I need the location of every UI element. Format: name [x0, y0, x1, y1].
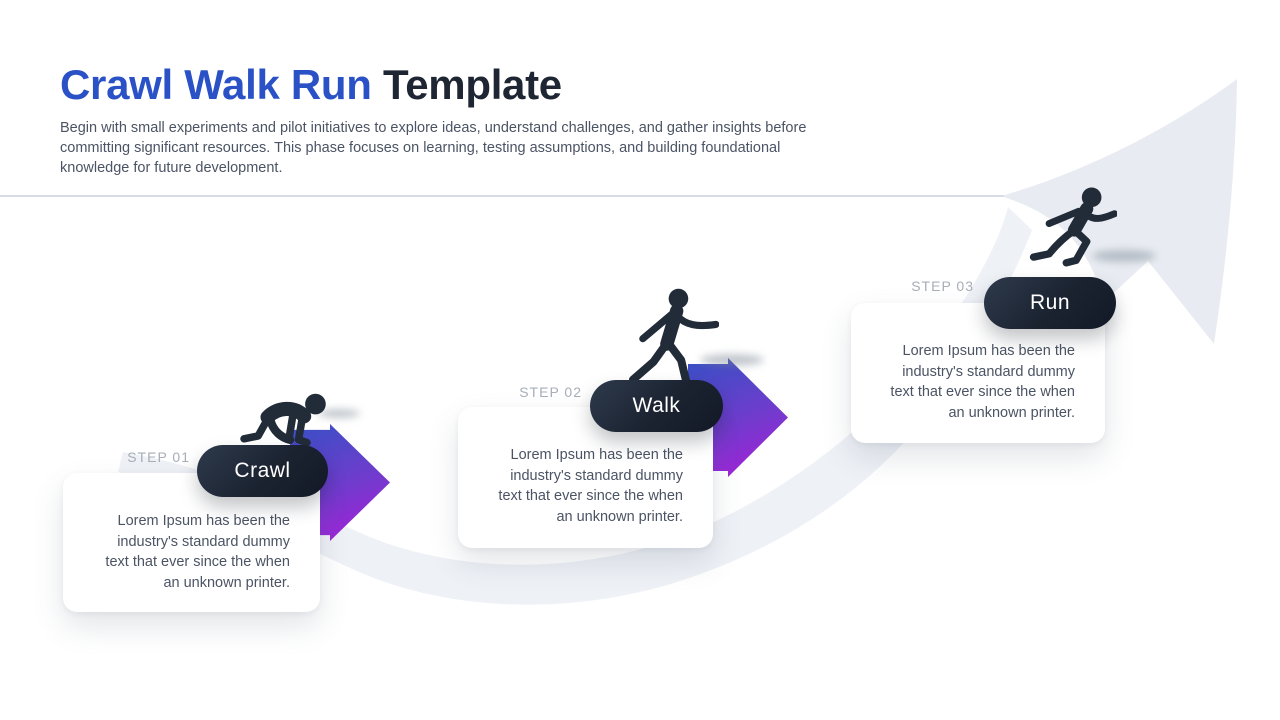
- page-description: Begin with small experiments and pilot i…: [60, 120, 807, 176]
- header-divider: [0, 195, 1004, 197]
- crawling-person-icon: [236, 389, 331, 451]
- step-name: Run: [1029, 291, 1071, 314]
- background-arrow-shape: [1001, 79, 1237, 344]
- step-number-label: STEP 01: [127, 449, 190, 465]
- step-name-pill: Crawl: [197, 445, 328, 497]
- step-number-label: STEP 02: [519, 384, 582, 400]
- step-name: Crawl: [234, 459, 291, 482]
- step-name-pill: Walk: [590, 380, 723, 432]
- figure-shadow: [700, 354, 764, 366]
- walking-person-icon: [629, 287, 719, 385]
- step-number-label: STEP 03: [911, 278, 974, 294]
- figure-shadow: [318, 409, 360, 418]
- step-description-card: Lorem Ipsum has been the industry's stan…: [63, 473, 320, 612]
- background-swoosh-band: [118, 207, 1032, 605]
- page-title-highlight: Crawl Walk Run: [60, 61, 372, 108]
- running-person-icon: [1027, 185, 1117, 267]
- page-title-rest: Template: [371, 61, 562, 108]
- figure-shadow: [1092, 250, 1156, 262]
- step-description-card: Lorem Ipsum has been the industry's stan…: [851, 303, 1105, 443]
- step-name: Walk: [632, 394, 681, 417]
- step-card-text: Lorem Ipsum has been the industry's stan…: [498, 447, 683, 525]
- step-card-text: Lorem Ipsum has been the industry's stan…: [105, 513, 290, 591]
- page-title: Crawl Walk Run Template: [60, 61, 562, 108]
- step-name-pill: Run: [984, 277, 1116, 329]
- step-card-text: Lorem Ipsum has been the industry's stan…: [890, 343, 1075, 421]
